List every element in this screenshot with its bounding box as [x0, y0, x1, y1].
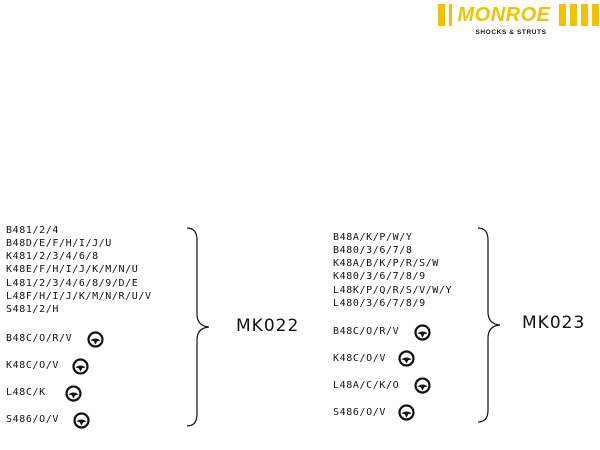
left-steering-code: L48C/K: [6, 387, 46, 398]
left-steering-code: K48C/O/V: [6, 360, 59, 371]
left-code: S481/2/H: [6, 304, 59, 315]
steering-wheel-icon: [73, 412, 90, 429]
left-code: K48E/F/H/I/J/K/M/N/U: [6, 264, 139, 275]
right-brace: [477, 227, 501, 423]
left-code: B48D/E/F/H/I/J/U: [6, 238, 112, 249]
left-steering-code: S486/O/V: [6, 414, 59, 425]
left-steering-code: B48C/O/R/V: [6, 333, 73, 344]
kit-code-right: MK023: [522, 313, 586, 333]
right-steering-code: B48C/O/R/V: [333, 326, 400, 337]
right-steering-code: S486/O/V: [333, 407, 386, 418]
right-steering-code: L48A/C/K/O: [333, 380, 400, 391]
left-brace: [186, 227, 210, 427]
steering-wheel-icon: [414, 377, 431, 394]
logo-tagline: SHOCKS & STRUTS: [475, 29, 547, 36]
right-code: K480/3/6/7/8/9: [333, 271, 426, 282]
steering-wheel-icon: [72, 358, 89, 375]
right-code: B480/3/6/7/8: [333, 245, 413, 256]
left-code: L48F/H/I/J/K/M/N/R/U/V: [6, 291, 152, 302]
left-code: K481/2/3/4/6/8: [6, 251, 99, 262]
steering-wheel-icon: [414, 324, 431, 341]
right-code: B48A/K/P/W/Y: [333, 232, 413, 243]
steering-wheel-icon: [398, 404, 415, 421]
logo-brand: MONROE: [452, 3, 556, 27]
right-code: L480/3/6/7/8/9: [333, 298, 426, 309]
left-code: L481/2/3/4/6/8/9/D/E: [6, 278, 139, 289]
steering-wheel-icon: [87, 331, 104, 348]
right-code: K48A/B/K/P/R/S/W: [333, 258, 439, 269]
left-code: B481/2/4: [6, 225, 59, 236]
right-steering-code: K48C/O/V: [333, 353, 386, 364]
kit-code-left: MK022: [236, 316, 300, 336]
monroe-logo: MONROE SHOCKS & STRUTS: [438, 0, 600, 44]
steering-wheel-icon: [65, 385, 82, 402]
right-code: L48K/P/Q/R/S/V/W/Y: [333, 285, 453, 296]
steering-wheel-icon: [398, 350, 415, 367]
